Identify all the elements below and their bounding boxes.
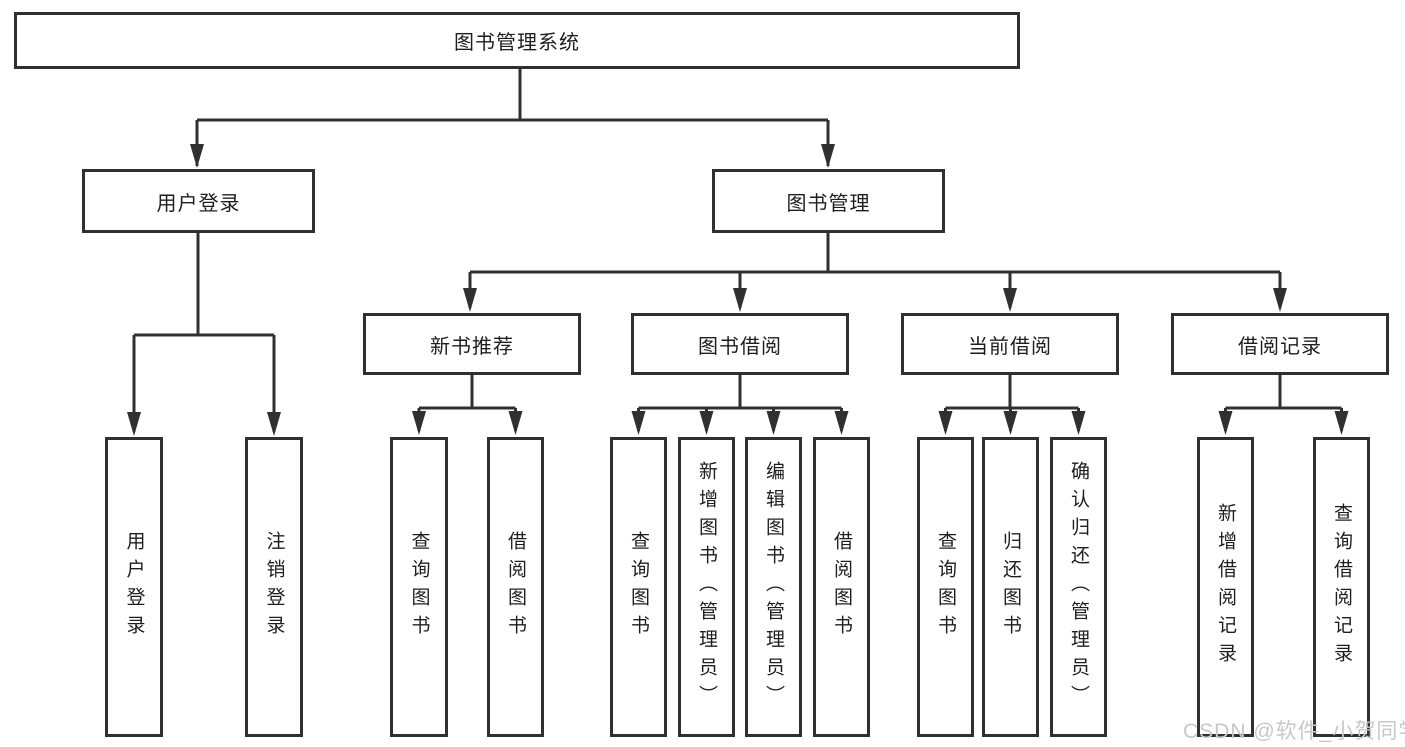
leaf-logout: 注销登录 xyxy=(245,437,303,737)
arrowhead-icon xyxy=(631,411,646,435)
arrowhead-icon xyxy=(733,288,747,312)
node-borrow-records: 借阅记录 xyxy=(1171,313,1389,375)
leaf-confirm-return-admin: 确认归还（管理员） xyxy=(1050,437,1107,737)
leaf-label: 借阅图书 xyxy=(505,531,526,643)
watermark: CSDN @软件_小贺同学 xyxy=(1183,720,1405,743)
arrowhead-icon xyxy=(1218,411,1233,435)
leaf-user-login: 用户登录 xyxy=(105,437,163,737)
arrowhead-icon xyxy=(699,411,714,435)
leaf-label: 查询图书 xyxy=(935,531,956,643)
node-current-borrow: 当前借阅 xyxy=(901,313,1119,375)
node-book-management: 图书管理 xyxy=(712,169,945,233)
leaf-label: 查询借阅记录 xyxy=(1331,503,1352,671)
arrowhead-icon xyxy=(938,411,953,435)
node-book-borrow: 图书借阅 xyxy=(631,313,849,375)
leaf-query-books-recommend: 查询图书 xyxy=(390,437,448,737)
leaf-label: 查询图书 xyxy=(408,531,430,643)
arrowhead-icon xyxy=(1003,288,1017,312)
leaf-label: 用户登录 xyxy=(123,531,145,643)
arrowhead-icon xyxy=(834,411,849,435)
node-library-system: 图书管理系统 xyxy=(14,12,1020,69)
node-user-login: 用户登录 xyxy=(82,169,315,233)
leaf-label: 新增图书（管理员） xyxy=(696,461,717,713)
leaf-add-borrow-record: 新增借阅记录 xyxy=(1197,437,1254,737)
arrowhead-icon xyxy=(1273,288,1287,312)
arrowhead-icon xyxy=(1334,411,1349,435)
leaf-query-books-borrow: 查询图书 xyxy=(610,437,667,737)
leaf-label: 注销登录 xyxy=(263,531,285,643)
node-new-book-recommend: 新书推荐 xyxy=(363,313,581,375)
connector-path xyxy=(132,69,1343,432)
leaf-add-book-admin: 新增图书（管理员） xyxy=(678,437,735,737)
leaf-label: 确认归还（管理员） xyxy=(1068,461,1089,713)
leaf-label: 借阅图书 xyxy=(831,531,852,643)
leaf-label: 查询图书 xyxy=(628,531,649,643)
leaf-borrow-books-recommend: 借阅图书 xyxy=(487,437,544,737)
leaf-query-books-current: 查询图书 xyxy=(917,437,974,737)
leaf-label: 编辑图书（管理员） xyxy=(763,461,784,713)
leaf-return-book: 归还图书 xyxy=(982,437,1039,737)
arrowhead-icon xyxy=(127,412,141,436)
arrowhead-icon xyxy=(412,411,426,435)
arrowhead-icon xyxy=(1003,411,1018,435)
arrowhead-icon xyxy=(508,411,523,435)
arrowhead-icon xyxy=(463,288,477,312)
leaf-borrow-books: 借阅图书 xyxy=(813,437,870,737)
arrowhead-icon xyxy=(766,411,781,435)
leaf-label: 归还图书 xyxy=(1000,531,1021,643)
leaf-label: 新增借阅记录 xyxy=(1215,503,1236,671)
arrowhead-icon xyxy=(267,412,281,436)
leaf-edit-book-admin: 编辑图书（管理员） xyxy=(745,437,802,737)
arrowhead-icon xyxy=(190,144,204,168)
arrowhead-icon xyxy=(1071,411,1086,435)
arrowhead-icon xyxy=(821,144,835,168)
leaf-query-borrow-record: 查询借阅记录 xyxy=(1313,437,1370,737)
